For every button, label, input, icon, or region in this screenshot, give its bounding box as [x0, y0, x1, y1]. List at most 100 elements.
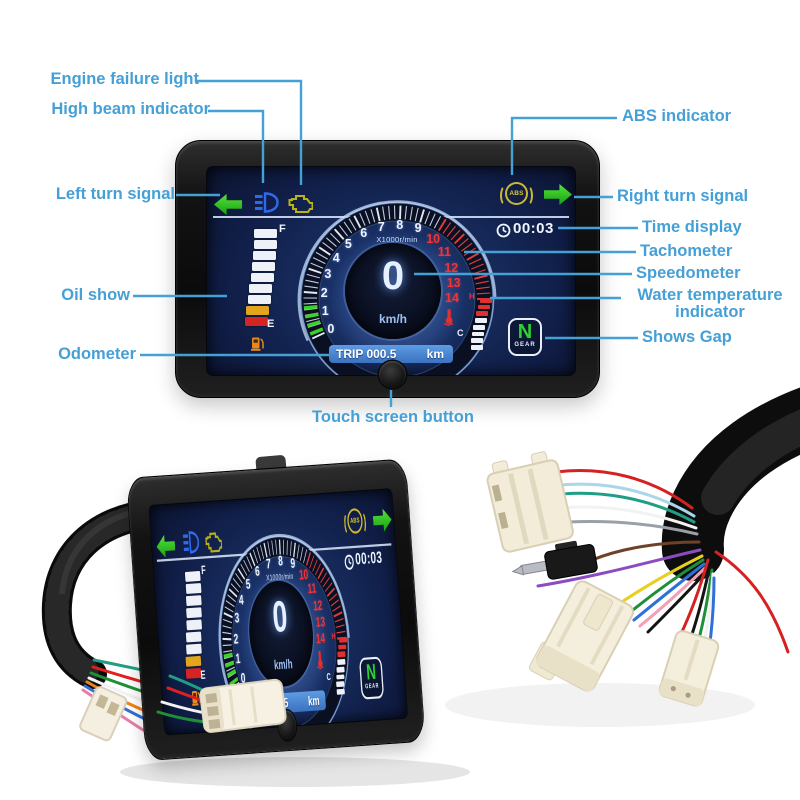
device-shadow — [120, 757, 470, 787]
abs-indicator-icon: ABS — [346, 507, 364, 535]
fuel-gauge — [245, 229, 281, 330]
time-value: 00:03 — [354, 548, 383, 569]
fuel-bar — [184, 570, 201, 582]
black-mini-connector — [511, 540, 598, 580]
fanned-wires — [528, 469, 790, 660]
label-tachometer: Tachometer — [640, 242, 733, 260]
label-abs: ABS indicator — [622, 107, 732, 125]
tach-unit-label: X1000r/min — [376, 235, 418, 244]
fuel-bar — [252, 262, 275, 271]
tach-number: 8 — [277, 553, 284, 569]
temp-bar — [336, 688, 345, 695]
temp-bar — [336, 673, 345, 680]
temp-bar — [472, 331, 484, 337]
gear-indicator: N GEAR — [358, 656, 385, 700]
fuel-bar — [185, 631, 202, 643]
fuel-bar — [246, 306, 269, 315]
small-white-connector — [79, 686, 128, 742]
label-speedometer: Speedometer — [636, 264, 741, 282]
speed-unit: km/h — [378, 312, 407, 326]
tach-number: 14 — [445, 291, 459, 305]
speed-value: 0 — [270, 592, 289, 642]
high-beam-icon — [182, 529, 202, 555]
tach-number: 13 — [446, 276, 461, 291]
tach-number: 5 — [344, 236, 352, 251]
temp-bar — [480, 298, 492, 303]
fuel-bar — [253, 251, 276, 260]
temp-bar — [338, 636, 348, 643]
medium-connector — [528, 580, 634, 692]
tach-number: 2 — [233, 630, 239, 647]
tach-number: 12 — [444, 260, 459, 275]
label-high-beam: High beam indicator — [51, 100, 210, 118]
fuel-bar — [185, 667, 202, 679]
left-turn-signal-icon — [156, 534, 176, 558]
tach-number: 10 — [426, 231, 441, 246]
temp-bar — [338, 644, 347, 651]
time-value: 00:03 — [513, 220, 554, 237]
thermometer-icon — [315, 649, 324, 670]
tach-number: 3 — [324, 267, 332, 282]
fuel-bar — [245, 317, 268, 326]
temp-cold-label: C — [457, 328, 464, 338]
label-odometer: Odometer — [58, 345, 136, 363]
gear-value: N — [365, 660, 377, 685]
small-connector — [658, 630, 720, 707]
temp-bar — [471, 338, 483, 343]
temp-bar — [470, 344, 483, 350]
fuel-bar — [254, 229, 277, 238]
touch-screen-button — [379, 361, 406, 388]
temp-bar — [337, 651, 346, 658]
fuel-empty-label: E — [200, 668, 206, 683]
fuel-bar — [185, 655, 202, 667]
right-turn-signal-icon — [544, 184, 572, 205]
label-oil-show: Oil show — [61, 286, 130, 304]
fuel-empty-label: E — [267, 318, 275, 330]
tach-number: 3 — [234, 610, 240, 627]
thermometer-icon — [443, 308, 455, 327]
connector-shadow — [445, 683, 755, 727]
tach-number: 4 — [238, 591, 244, 608]
gear-label: GEAR — [364, 683, 380, 691]
right-turn-signal-icon — [372, 508, 392, 532]
temp-bar — [336, 659, 346, 665]
tach-number: 6 — [360, 226, 368, 240]
label-right-turn: Right turn signal — [617, 187, 749, 205]
tach-number: 11 — [437, 245, 451, 260]
fuel-gauge — [179, 570, 210, 683]
tach-number: 1 — [321, 304, 329, 319]
tach-number: 2 — [320, 285, 328, 300]
temp-hot-label: H — [469, 292, 475, 301]
label-touch-button: Touch screen button — [312, 408, 474, 426]
trip-unit: km — [307, 692, 321, 709]
fuel-bar — [249, 284, 272, 293]
label-left-turn: Left turn signal — [55, 185, 175, 203]
high-beam-icon — [254, 191, 281, 214]
label-water-temp: Water temperature indicator — [622, 286, 798, 322]
tach-number: 0 — [240, 670, 246, 686]
left-turn-signal-icon — [214, 194, 242, 215]
temp-bar — [478, 304, 490, 310]
tach-number: 9 — [414, 221, 422, 236]
trip-odometer: TRIP 000.5 km — [329, 345, 453, 363]
fuel-bar — [185, 595, 202, 607]
abs-indicator-icon: ABS — [500, 182, 533, 206]
gear-label: GEAR — [514, 342, 536, 348]
tach-number: 0 — [327, 321, 335, 336]
fuel-bar — [250, 273, 274, 282]
fuel-pump-icon — [191, 688, 201, 707]
tach-number: 13 — [315, 614, 326, 631]
label-engine-failure: Engine failure light — [50, 70, 199, 88]
temp-bar — [336, 681, 345, 688]
large-connector — [486, 451, 574, 553]
temp-bar — [474, 318, 487, 323]
label-water-temp-line2: indicator — [675, 303, 745, 322]
tach-number: 8 — [396, 218, 404, 233]
label-water-temp-line1: Water temperature — [637, 286, 783, 304]
